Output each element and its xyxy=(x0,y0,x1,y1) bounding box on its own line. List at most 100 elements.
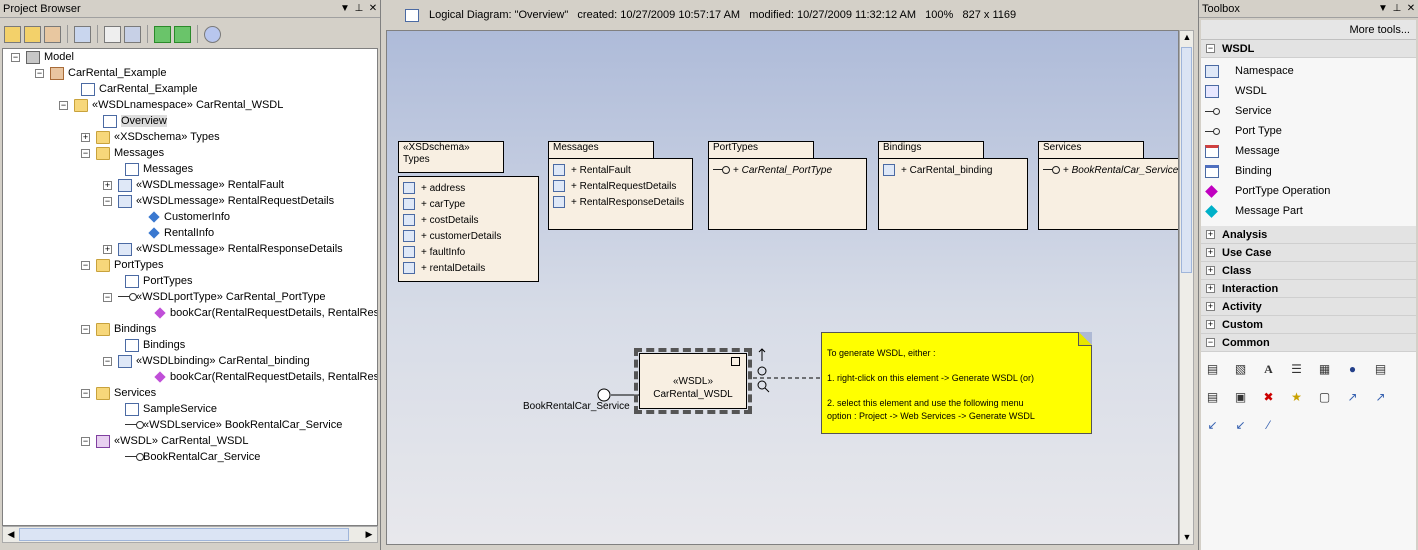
group-analysis[interactable]: +Analysis xyxy=(1201,226,1416,244)
collapse-icon[interactable]: − xyxy=(59,99,68,110)
tree-node-bookrentalcar-service[interactable]: «WSDLservice» BookRentalCar_Service xyxy=(125,417,342,433)
group-activity[interactable]: +Activity xyxy=(1201,298,1416,316)
tree-node-rentalrequestdetails[interactable]: −«WSDLmessage» RentalRequestDetails xyxy=(103,194,335,208)
types-package[interactable]: + address + carType + costDetails + cust… xyxy=(398,176,539,282)
collapse-icon[interactable]: − xyxy=(1206,43,1215,53)
drag-arrow-icon[interactable] xyxy=(758,348,766,361)
tree-node-rentalinfo[interactable]: RentalInfo xyxy=(147,225,214,241)
tree-node-carrental-porttype[interactable]: −«WSDLportType» CarRental_PortType xyxy=(103,291,326,303)
tree-node-porttypes-folder[interactable]: −PortTypes xyxy=(81,258,164,272)
requirement-tool-icon[interactable]: ▣ xyxy=(1234,390,1247,404)
dropdown-icon[interactable]: ▼ xyxy=(1378,3,1388,14)
provided-interface-circle[interactable] xyxy=(597,388,611,402)
collapse-icon[interactable]: − xyxy=(11,51,20,62)
diagram-vertical-scrollbar[interactable]: ▲ ▼ xyxy=(1179,30,1194,545)
properties-icon[interactable] xyxy=(104,25,121,43)
tree-node-bookcar-operation[interactable]: bookCar(RentalRequestDetails, RentalResp xyxy=(153,305,377,321)
collapse-icon[interactable]: − xyxy=(81,147,90,158)
artifact-tool-icon[interactable]: ▤ xyxy=(1206,390,1219,404)
tree-node-types[interactable]: +«XSDschema» Types xyxy=(81,130,220,144)
collapse-icon[interactable]: − xyxy=(103,355,112,366)
tree-node-messages-diagram[interactable]: Messages xyxy=(125,161,193,177)
boundary-tool-icon[interactable]: ▢ xyxy=(1318,390,1331,404)
scrollbar-thumb[interactable] xyxy=(19,528,349,541)
tree-node-diagram[interactable]: CarRental_Example xyxy=(81,81,197,97)
porttypes-item[interactable]: + CarRental_PortType xyxy=(713,162,832,178)
text-tool-icon[interactable]: A xyxy=(1264,362,1273,376)
types-package-tab[interactable]: «XSDschema» Types xyxy=(398,141,504,173)
group-class[interactable]: +Class xyxy=(1201,262,1416,280)
tree-node-messages-folder[interactable]: −Messages xyxy=(81,146,165,160)
tool-message[interactable]: Message xyxy=(1205,142,1280,160)
list-tool-icon[interactable]: ☰ xyxy=(1291,362,1302,376)
globe-tool-icon[interactable]: ● xyxy=(1348,362,1357,376)
bindings-package[interactable]: + CarRental_binding xyxy=(878,158,1028,230)
new-model-icon[interactable] xyxy=(4,25,21,43)
tool-namespace[interactable]: Namespace xyxy=(1205,62,1294,80)
change-tool-icon[interactable]: ★ xyxy=(1291,390,1302,404)
expand-icon[interactable]: + xyxy=(1206,301,1215,311)
collapse-icon[interactable]: − xyxy=(81,259,90,270)
notelink-tool-icon[interactable]: ⁄ xyxy=(1267,418,1270,432)
scrollbar-thumb[interactable] xyxy=(1181,47,1192,273)
find-icon[interactable] xyxy=(74,25,91,43)
issue-tool-icon[interactable]: ✖ xyxy=(1263,390,1274,404)
tree-node-rentalresponsedetails[interactable]: +«WSDLmessage» RentalResponseDetails xyxy=(103,242,343,256)
types-item[interactable]: + address xyxy=(403,180,465,196)
tree-node-package[interactable]: −CarRental_Example xyxy=(35,66,167,80)
messages-package[interactable]: + RentalFault + RentalRequestDetails + R… xyxy=(548,158,693,230)
association-tool-icon[interactable]: ↙ xyxy=(1235,418,1246,432)
tree-horizontal-scrollbar[interactable]: ◀ ▶ xyxy=(2,526,378,543)
collapse-icon[interactable]: − xyxy=(1206,337,1215,347)
dependency-tool-icon[interactable]: ↗ xyxy=(1347,390,1358,404)
realize-tool-icon[interactable]: ↗ xyxy=(1375,390,1386,404)
tool-port-type[interactable]: Port Type xyxy=(1205,122,1282,140)
collapse-icon[interactable]: − xyxy=(81,435,90,446)
wsdl-component[interactable]: «WSDL» CarRental_WSDL xyxy=(634,348,752,414)
expand-icon[interactable]: + xyxy=(103,243,112,254)
tree-node-wsdl-component[interactable]: −«WSDL» CarRental_WSDL xyxy=(81,434,249,448)
collapse-icon[interactable]: − xyxy=(35,67,44,78)
group-interaction[interactable]: +Interaction xyxy=(1201,280,1416,298)
scroll-left-icon[interactable]: ◀ xyxy=(7,529,15,539)
tree-node-services-folder[interactable]: −Services xyxy=(81,386,157,400)
close-icon[interactable]: ✕ xyxy=(1406,3,1416,14)
tool-service[interactable]: Service xyxy=(1205,102,1272,120)
move-up-icon[interactable] xyxy=(154,25,171,43)
new-diagram-icon[interactable] xyxy=(44,25,61,43)
tree-node-overview[interactable]: Overview xyxy=(103,113,167,129)
messages-item[interactable]: + RentalFault xyxy=(553,162,631,178)
messages-item[interactable]: + RentalResponseDetails xyxy=(553,194,684,210)
services-package[interactable]: + BookRentalCar_Service xyxy=(1038,158,1178,230)
pin-icon[interactable]: ⊥ xyxy=(354,3,364,14)
group-common[interactable]: −Common xyxy=(1201,334,1416,352)
help-icon[interactable] xyxy=(204,25,221,43)
types-item[interactable]: + carType xyxy=(403,196,465,212)
types-item[interactable]: + rentalDetails xyxy=(403,260,485,276)
collapse-icon[interactable]: − xyxy=(81,387,90,398)
tree-node-porttypes-diagram[interactable]: PortTypes xyxy=(125,273,193,289)
tree-node-namespace[interactable]: −«WSDLnamespace» CarRental_WSDL xyxy=(59,98,284,112)
document-tool-icon[interactable]: ▤ xyxy=(1374,362,1387,376)
new-package-icon[interactable] xyxy=(24,25,41,43)
types-item[interactable]: + customerDetails xyxy=(403,228,501,244)
expand-icon[interactable]: + xyxy=(81,131,90,142)
tree-node-model[interactable]: −Model xyxy=(11,50,74,64)
dropdown-icon[interactable]: ▼ xyxy=(340,3,350,14)
types-item[interactable]: + costDetails xyxy=(403,212,479,228)
tool-porttype-operation[interactable]: PortType Operation xyxy=(1205,182,1330,200)
expand-icon[interactable]: + xyxy=(1206,283,1215,293)
messages-item[interactable]: + RentalRequestDetails xyxy=(553,178,676,194)
group-wsdl[interactable]: −WSDL xyxy=(1201,40,1416,58)
zoom-icon[interactable] xyxy=(757,380,767,390)
types-item[interactable]: + faultInfo xyxy=(403,244,465,260)
tool-wsdl[interactable]: WSDL xyxy=(1205,82,1267,100)
expand-icon[interactable]: + xyxy=(1206,247,1215,257)
expand-icon[interactable]: + xyxy=(1206,319,1215,329)
collapse-icon[interactable]: − xyxy=(81,323,90,334)
tool-message-part[interactable]: Message Part xyxy=(1205,202,1303,220)
close-icon[interactable]: ✕ xyxy=(368,3,378,14)
scroll-down-icon[interactable]: ▼ xyxy=(1182,532,1192,542)
tree-node-bookcar-binding-operation[interactable]: bookCar(RentalRequestDetails, RentalResp xyxy=(153,369,377,385)
tree-node-bookrentalcar-port[interactable]: BookRentalCar_Service xyxy=(125,449,260,465)
